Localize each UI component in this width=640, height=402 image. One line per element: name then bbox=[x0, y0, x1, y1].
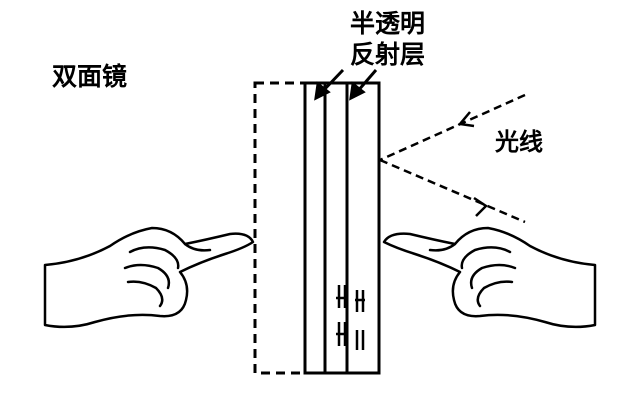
left-hand-finger-2 bbox=[123, 263, 171, 290]
right-hand-finger-2 bbox=[469, 263, 517, 290]
right-hand-finger-3 bbox=[476, 280, 514, 308]
mirror-glass-panel-left bbox=[303, 81, 327, 375]
right-hand-finger-1 bbox=[460, 246, 512, 270]
left-hand-finger-3 bbox=[126, 280, 164, 308]
incident-light-ray bbox=[379, 93, 526, 162]
panel-marks bbox=[336, 285, 365, 350]
right-hand-outline bbox=[382, 226, 597, 329]
left-hand-thumb-crease bbox=[183, 242, 212, 252]
light-ray-label: 光线 bbox=[494, 128, 543, 156]
reflected-light-ray bbox=[379, 158, 526, 224]
light-rays bbox=[379, 93, 526, 224]
mirror-body bbox=[253, 81, 381, 375]
mirror-dashed-frame bbox=[253, 81, 307, 375]
left-hand-outline bbox=[43, 226, 255, 329]
right-hand bbox=[382, 226, 597, 329]
right-hand-thumb-crease bbox=[428, 242, 457, 252]
left-layer-arrowhead bbox=[314, 81, 331, 101]
right-layer-arrowhead bbox=[349, 81, 366, 101]
reflective-layer-label-line1: 半透明 bbox=[350, 9, 425, 38]
reflective-layer-label-line2: 反射层 bbox=[350, 40, 425, 69]
layer-pointer-arrows bbox=[314, 68, 378, 101]
mirror-name-label: 双面镜 bbox=[52, 62, 127, 91]
mirror-glass-panel-middle bbox=[323, 81, 349, 375]
left-hand-finger-1 bbox=[128, 246, 180, 270]
mirror-glass-panel-right bbox=[345, 81, 381, 375]
light-ray-arrowheads bbox=[457, 111, 488, 217]
reflected-arrowhead bbox=[473, 196, 488, 217]
left-hand bbox=[43, 226, 255, 329]
incident-arrowhead bbox=[457, 111, 475, 128]
